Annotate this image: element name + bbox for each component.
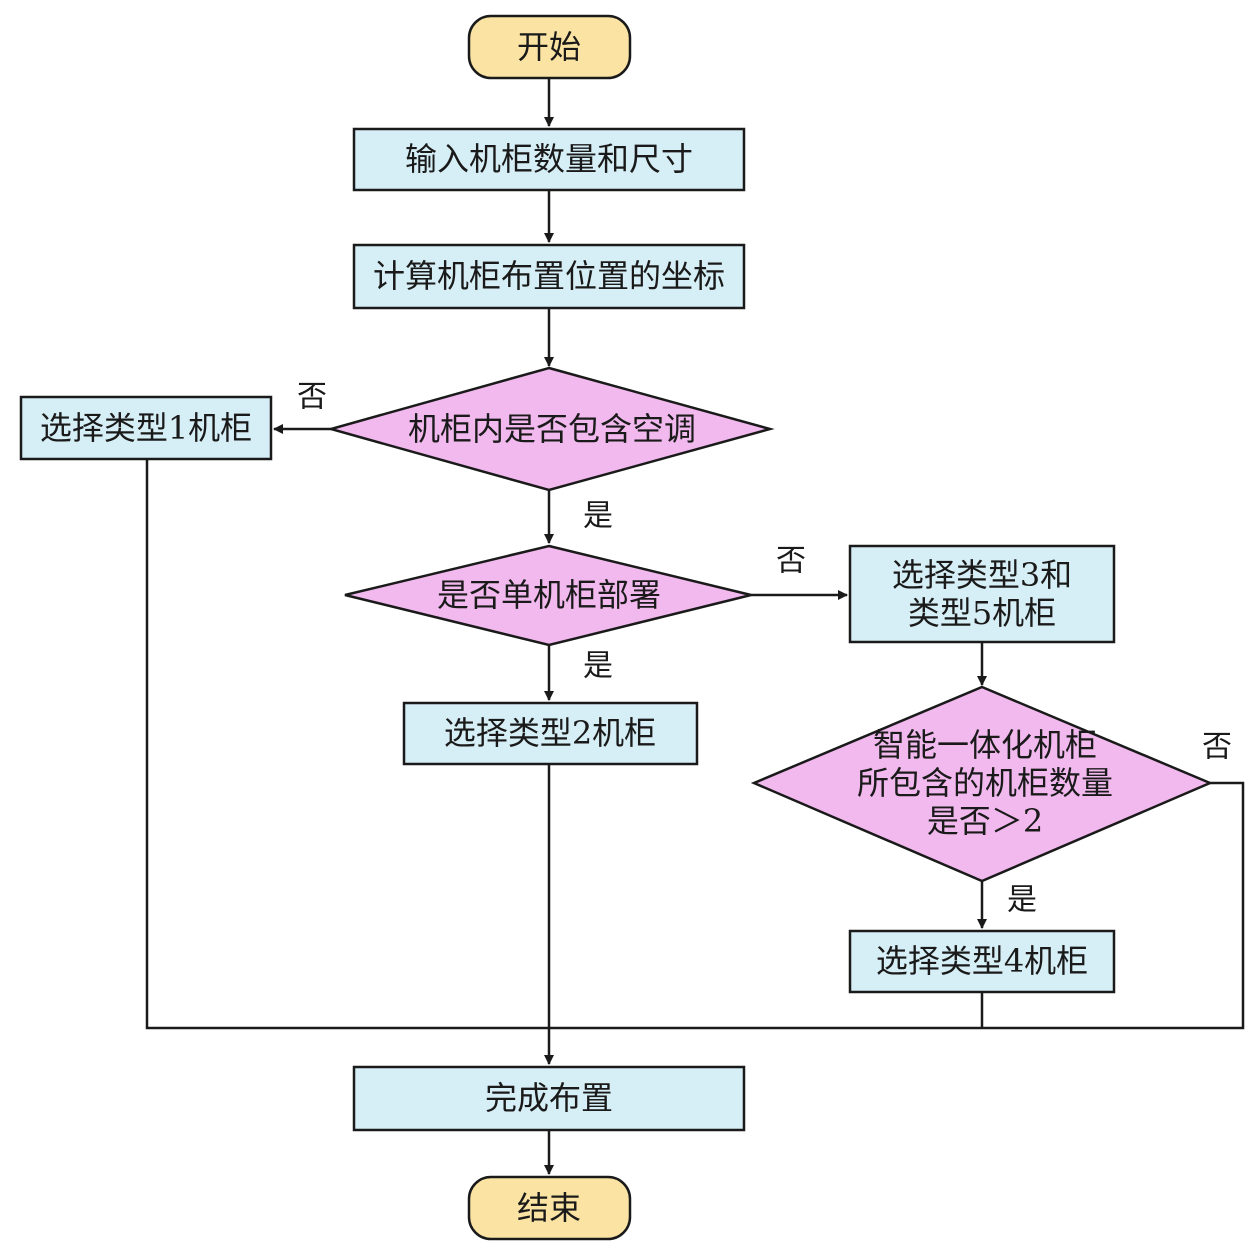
input-label: 输入机柜数量和尺寸 [405,140,693,178]
connectors [145,78,1245,1175]
edge-count-no [549,781,1245,1030]
done-process-box [352,1065,746,1132]
start-terminal [467,14,632,80]
type2-label: 选择类型2机柜 [444,714,656,752]
count-decision-label: 智能一体化机柜所包含的机柜数量是否＞2 [857,726,1113,840]
count-yes-label: 是 [1007,883,1037,918]
ac-decision-diamond [326,366,775,492]
edge-type1-merge [145,459,549,1030]
ac-yes-label: 是 [583,499,613,534]
calc-process-box [352,243,746,310]
node-start: 开始 [467,14,632,80]
single-no-label: 否 [776,544,806,579]
type35-label-line: 选择类型3和 [892,556,1072,594]
type2-process-box [402,701,699,766]
node-dec-count: 智能一体化机柜所包含的机柜数量是否＞2 [750,685,1214,883]
start-label: 开始 [517,28,581,66]
done-label: 完成布置 [485,1079,613,1117]
node-type1: 选择类型1机柜 [19,395,273,461]
ac-no-label: 否 [297,380,327,415]
edge-labels: 否 是 否 是 否 是 [297,380,1232,918]
input-process-box [352,127,746,192]
end-terminal [467,1175,632,1241]
node-type4: 选择类型4机柜 [848,929,1116,994]
type35-label: 选择类型3和类型5机柜 [892,556,1072,632]
type35-process-box [848,544,1116,644]
dec-count-label-line: 所包含的机柜数量 [857,764,1113,802]
count-no-label: 否 [1202,730,1232,765]
type1-label: 选择类型1机柜 [40,409,252,447]
node-dec-single: 是否单机柜部署 [344,544,752,647]
node-done: 完成布置 [352,1065,746,1132]
dec-count-label-line: 是否＞2 [927,802,1043,840]
node-calc: 计算机柜布置位置的坐标 [352,243,746,310]
type4-label: 选择类型4机柜 [876,942,1088,980]
type4-process-box [848,929,1116,994]
node-input: 输入机柜数量和尺寸 [352,127,746,192]
calc-label: 计算机柜布置位置的坐标 [373,257,725,295]
dec-count-label-line: 智能一体化机柜 [873,726,1097,764]
type35-label-line: 类型5机柜 [908,594,1056,632]
single-decision-diamond [344,544,752,647]
count-decision-diamond [750,685,1214,883]
type1-process-box [19,395,273,461]
node-type35: 选择类型3和类型5机柜 [848,544,1116,644]
single-decision-label: 是否单机柜部署 [437,576,661,614]
node-dec-ac: 机柜内是否包含空调 [326,366,775,492]
node-end: 结束 [467,1175,632,1241]
single-yes-label: 是 [583,649,613,684]
end-label: 结束 [517,1189,581,1227]
node-type2: 选择类型2机柜 [402,701,699,766]
ac-decision-label: 机柜内是否包含空调 [408,410,696,448]
